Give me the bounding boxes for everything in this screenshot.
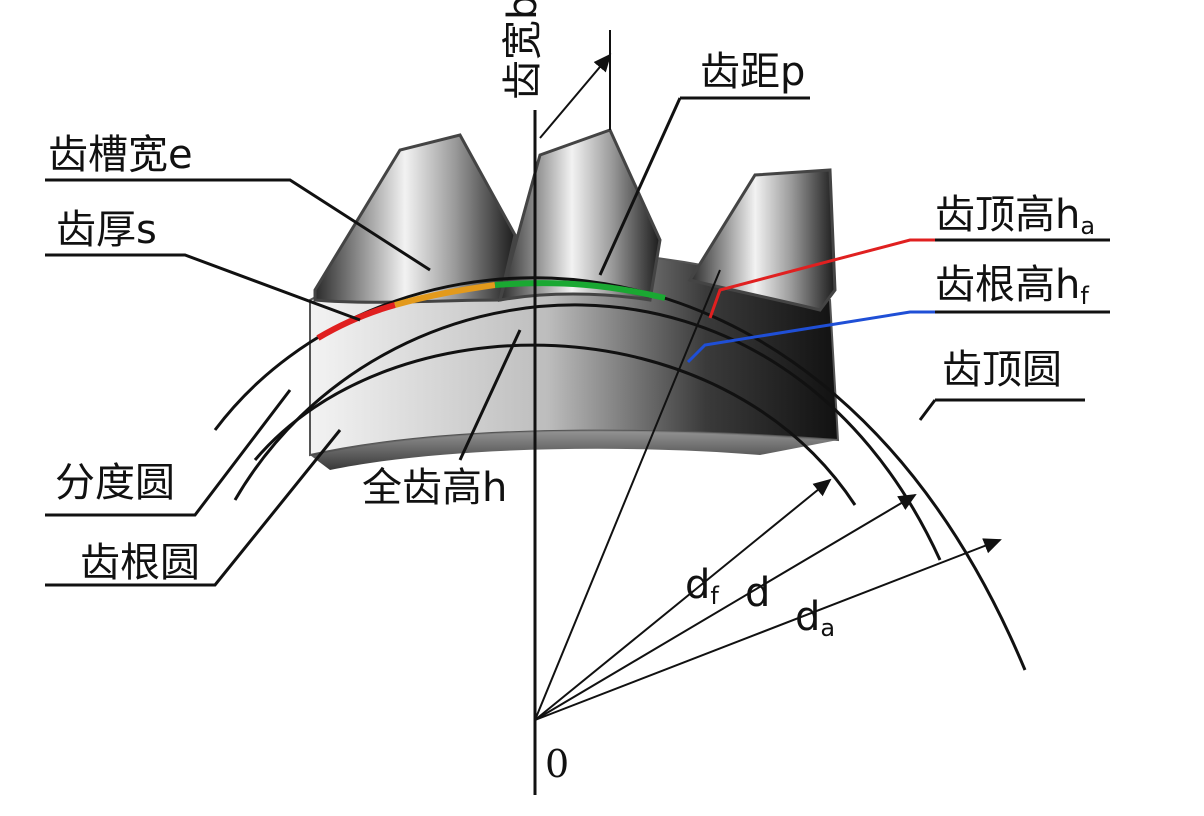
pitch-circle-label: 分度圆 xyxy=(55,460,175,506)
tooth-thickness-label: 齿厚s xyxy=(56,207,157,253)
green-segment xyxy=(494,280,666,301)
root-circle-label: 齿根圆 xyxy=(80,540,200,586)
tip-circle-arc xyxy=(213,276,1027,671)
orange-segment xyxy=(394,282,496,308)
whole-depth-label: 全齿高h xyxy=(362,465,508,511)
gear-teeth xyxy=(313,128,837,312)
radius-lines xyxy=(534,235,1002,721)
df-label: df xyxy=(685,562,719,610)
tip-circle-label: 齿顶圆 xyxy=(942,347,1062,393)
dedendum-label: 齿根高hf xyxy=(935,262,1089,310)
tooth-width-label: 齿宽b xyxy=(500,0,546,100)
space-width-label: 齿槽宽e xyxy=(48,132,193,178)
gear-circles xyxy=(213,276,1027,671)
label-leaders xyxy=(45,96,1110,587)
d-label: d xyxy=(745,570,771,616)
addendum-label: 齿顶高ha xyxy=(935,192,1096,240)
pitch-label: 齿距p xyxy=(700,49,806,95)
da-label: da xyxy=(795,594,836,642)
origin-label: 0 xyxy=(545,742,570,786)
pitch-circle-arc xyxy=(233,303,942,561)
root-circle-arc xyxy=(253,343,857,506)
